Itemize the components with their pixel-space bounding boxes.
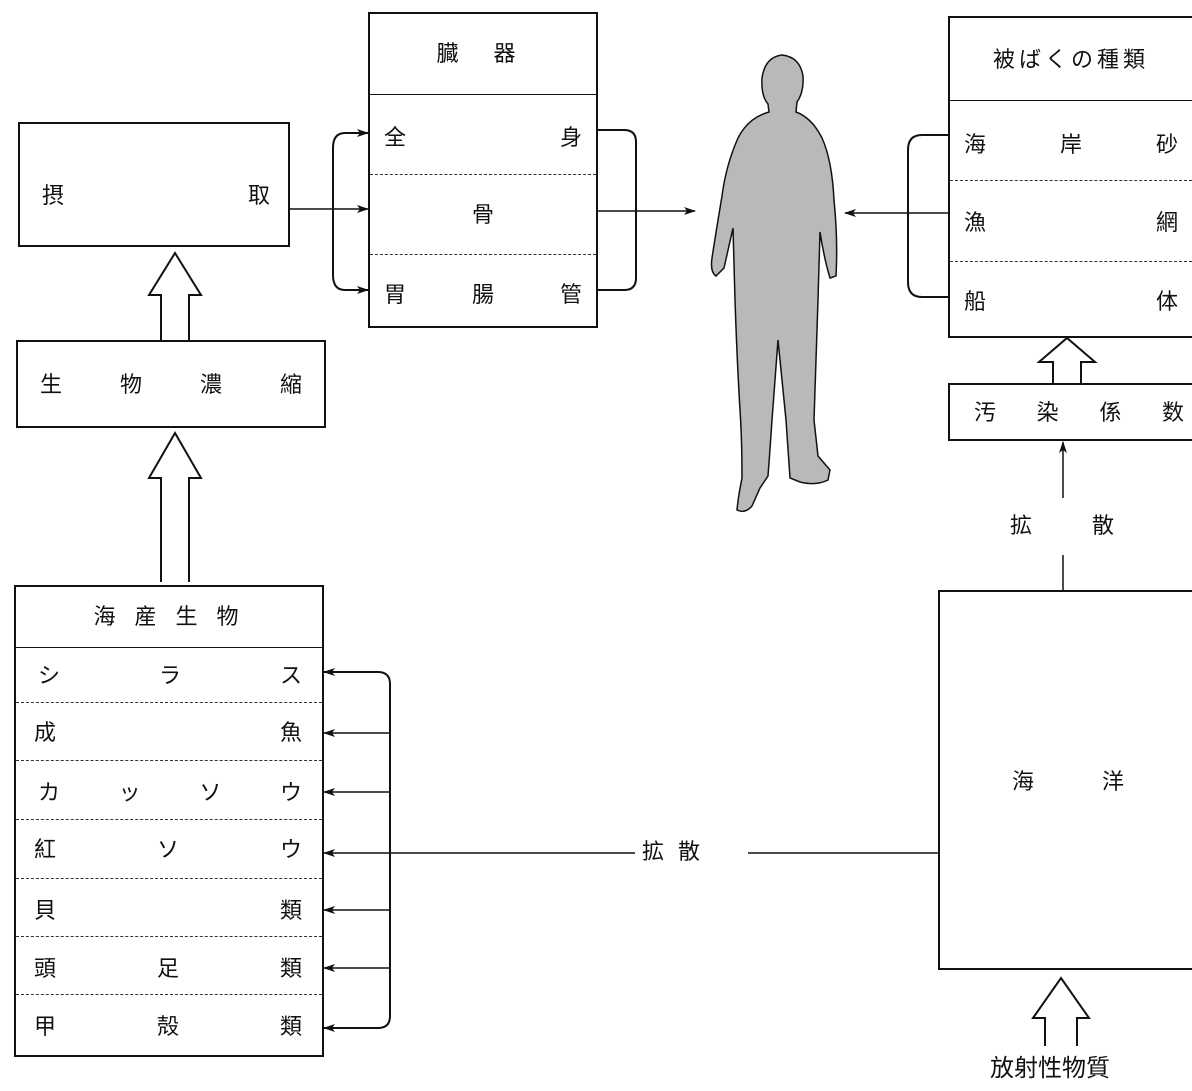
- marine-row-char: 類: [280, 1017, 302, 1039]
- marine-row-char: 頭: [34, 959, 56, 981]
- exposure-row-char: 体: [1156, 292, 1178, 314]
- marine-row-char: 甲: [34, 1017, 56, 1039]
- exposure-row-char: 海: [964, 135, 986, 157]
- marine-row-char: 成: [34, 723, 56, 745]
- organ-header: 臓 器: [370, 44, 596, 66]
- organ-row-char: 身: [560, 128, 582, 150]
- marine-header: 海 産 生 物: [16, 607, 322, 629]
- marine-organisms-box: 海 産 生 物 シ ラ ス 成 魚 カ ッ ソ ウ 紅 ソ ウ 貝 類: [14, 585, 324, 1057]
- bio-concentration-box: 生 物 濃 縮: [16, 340, 326, 428]
- hollow-up-arrow-icon: [149, 433, 201, 582]
- diffusion-mid-label: 拡 散: [642, 842, 700, 864]
- bio-char: 生: [40, 375, 62, 397]
- exposure-left-bracket: [908, 135, 948, 297]
- pollution-char: 係: [1099, 403, 1121, 425]
- marine-row-char: ッ: [119, 783, 141, 805]
- marine-row-char: 殻: [157, 1017, 179, 1039]
- exposure-row-char: 砂: [1156, 135, 1178, 157]
- marine-row-char: ウ: [280, 840, 302, 862]
- organ-right-bracket: [598, 130, 636, 290]
- intake-box: 摂 取: [18, 122, 290, 247]
- marine-row-char: ソ: [199, 783, 221, 805]
- intake-label-b: 取: [248, 186, 270, 208]
- bio-char: 物: [120, 375, 142, 397]
- radioactive-material-label: 放射性物質: [990, 1056, 1110, 1080]
- pollution-char: 汚: [974, 403, 996, 425]
- marine-row-char: ス: [280, 666, 302, 688]
- diffusion-label-a: 拡: [1010, 516, 1032, 538]
- hollow-up-arrow-icon: [1033, 978, 1089, 1046]
- organ-row-char: 全: [384, 128, 406, 150]
- ocean-char: 海: [1012, 772, 1034, 794]
- organ-row-char: 管: [560, 285, 582, 307]
- marine-row-char: 足: [157, 959, 179, 981]
- marine-right-bracket: [324, 672, 390, 1028]
- marine-row-char: 類: [280, 959, 302, 981]
- ocean-box: 海 洋: [938, 590, 1192, 970]
- hollow-up-arrow-icon: [149, 253, 201, 340]
- intake-label-a: 摂: [42, 186, 64, 208]
- organ-left-bracket: [333, 133, 368, 290]
- marine-row-char: ラ: [159, 666, 181, 688]
- pollution-char: 染: [1037, 403, 1059, 425]
- marine-row-char: 貝: [34, 901, 56, 923]
- marine-row-char: 紅: [34, 840, 56, 862]
- pollution-char: 数: [1162, 403, 1184, 425]
- marine-row-char: カ: [38, 783, 60, 805]
- marine-row-char: 魚: [280, 723, 302, 745]
- diffusion-label-b: 散: [1092, 516, 1114, 538]
- exposure-row-char: 漁: [964, 213, 986, 235]
- ocean-char: 洋: [1102, 772, 1124, 794]
- organ-row-char: 骨: [370, 205, 596, 227]
- pollution-coefficient-box: 汚 染 係 数: [948, 383, 1192, 441]
- organ-row-char: 胃: [384, 285, 406, 307]
- exposure-row-char: 船: [964, 292, 986, 314]
- exposure-type-box: 被ばくの種類 海 岸 砂 漁 網 船 体: [948, 16, 1192, 338]
- organ-row-char: 腸: [472, 285, 494, 307]
- human-silhouette-icon: [712, 55, 837, 511]
- bio-char: 縮: [280, 375, 302, 397]
- bio-char: 濃: [200, 375, 222, 397]
- marine-row-char: シ: [38, 666, 60, 688]
- exposure-row-char: 岸: [1060, 135, 1082, 157]
- exposure-header: 被ばくの種類: [950, 50, 1192, 72]
- marine-row-char: 類: [280, 901, 302, 923]
- organ-box: 臓 器 全 身 骨 胃 腸 管: [368, 12, 598, 328]
- exposure-row-char: 網: [1156, 213, 1178, 235]
- marine-row-char: ウ: [280, 783, 302, 805]
- marine-row-char: ソ: [157, 840, 179, 862]
- hollow-up-arrow-icon: [1039, 338, 1095, 383]
